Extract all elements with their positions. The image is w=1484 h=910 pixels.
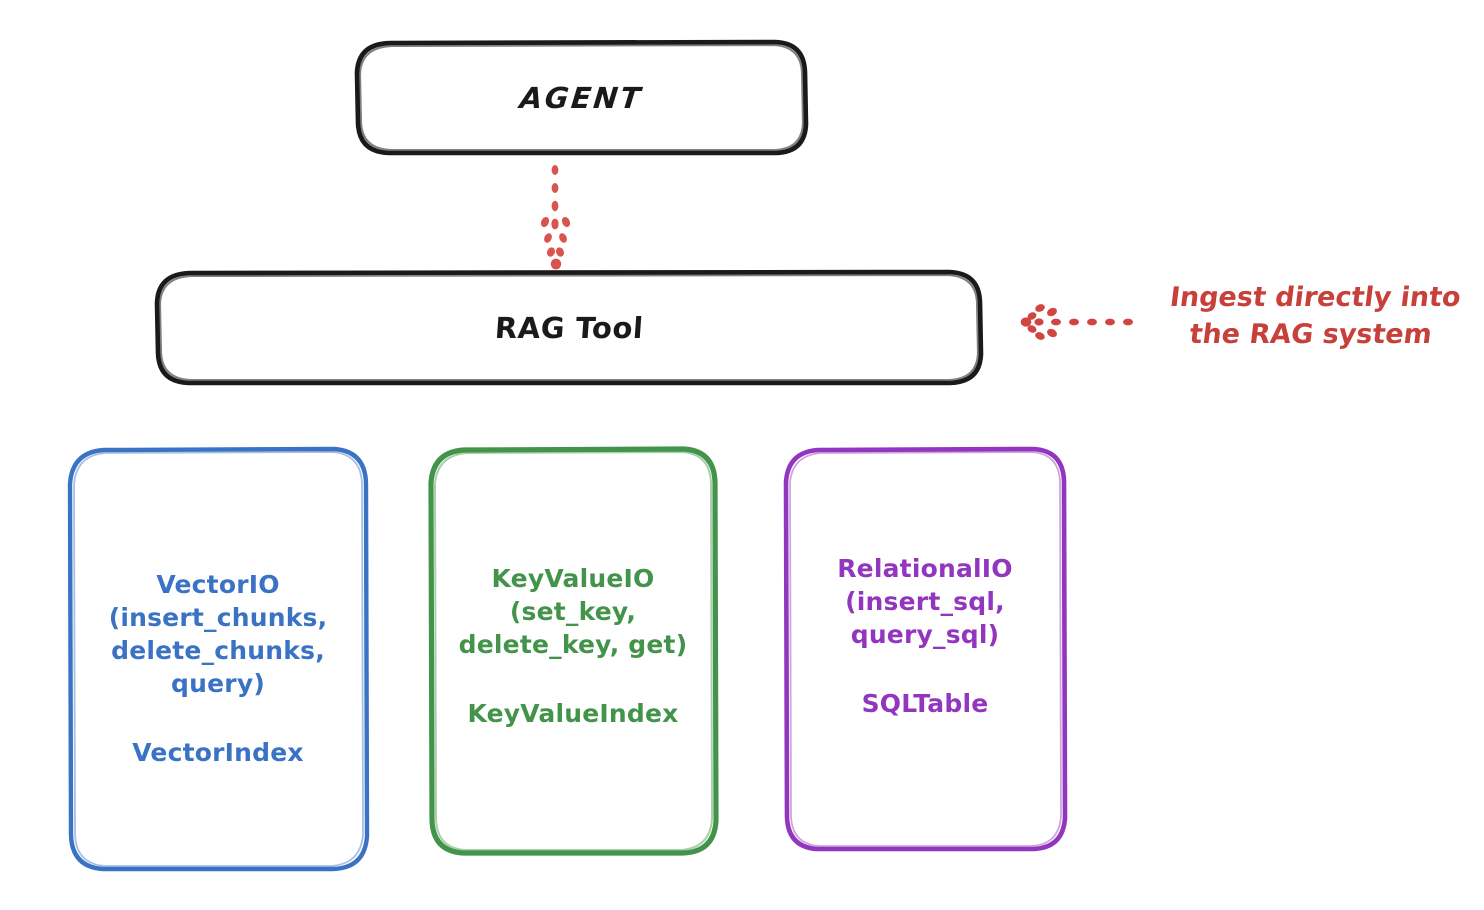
key-value-io-content: KeyValueIO (set_key, delete_key, get) Ke… bbox=[459, 562, 688, 728]
key-value-index-label: KeyValueIndex bbox=[467, 699, 679, 728]
sql-table-label: SQLTable bbox=[861, 689, 989, 718]
rag-tool-label: RAG Tool bbox=[493, 311, 645, 345]
note-to-rag-connector bbox=[1020, 304, 1133, 340]
relational-io-label: RelationalIO (insert_sql, query_sql) bbox=[837, 554, 1013, 649]
vector-io-node[interactable]: VectorIO (insert_chunks, delete_chunks, … bbox=[70, 448, 366, 870]
agent-label: AGENT bbox=[518, 81, 645, 115]
agent-to-rag-connector bbox=[540, 165, 571, 270]
vector-io-label: VectorIO (insert_chunks, delete_chunks, … bbox=[108, 569, 328, 698]
vector-io-content: VectorIO (insert_chunks, delete_chunks, … bbox=[109, 568, 328, 767]
rag-tool-node[interactable]: RAG Tool bbox=[157, 272, 981, 384]
agent-node[interactable]: AGENT bbox=[357, 42, 806, 154]
key-value-io-node[interactable]: KeyValueIO (set_key, delete_key, get) Ke… bbox=[430, 448, 716, 854]
relational-io-node[interactable]: RelationalIO (insert_sql, query_sql) SQL… bbox=[785, 448, 1065, 850]
key-value-io-label: KeyValueIO (set_key, delete_key, get) bbox=[458, 564, 688, 659]
vector-index-label: VectorIndex bbox=[132, 737, 304, 767]
ingest-annotation: Ingest directly into the RAG system bbox=[1168, 282, 1463, 351]
relational-io-content: RelationalIO (insert_sql, query_sql) SQL… bbox=[837, 552, 1013, 718]
